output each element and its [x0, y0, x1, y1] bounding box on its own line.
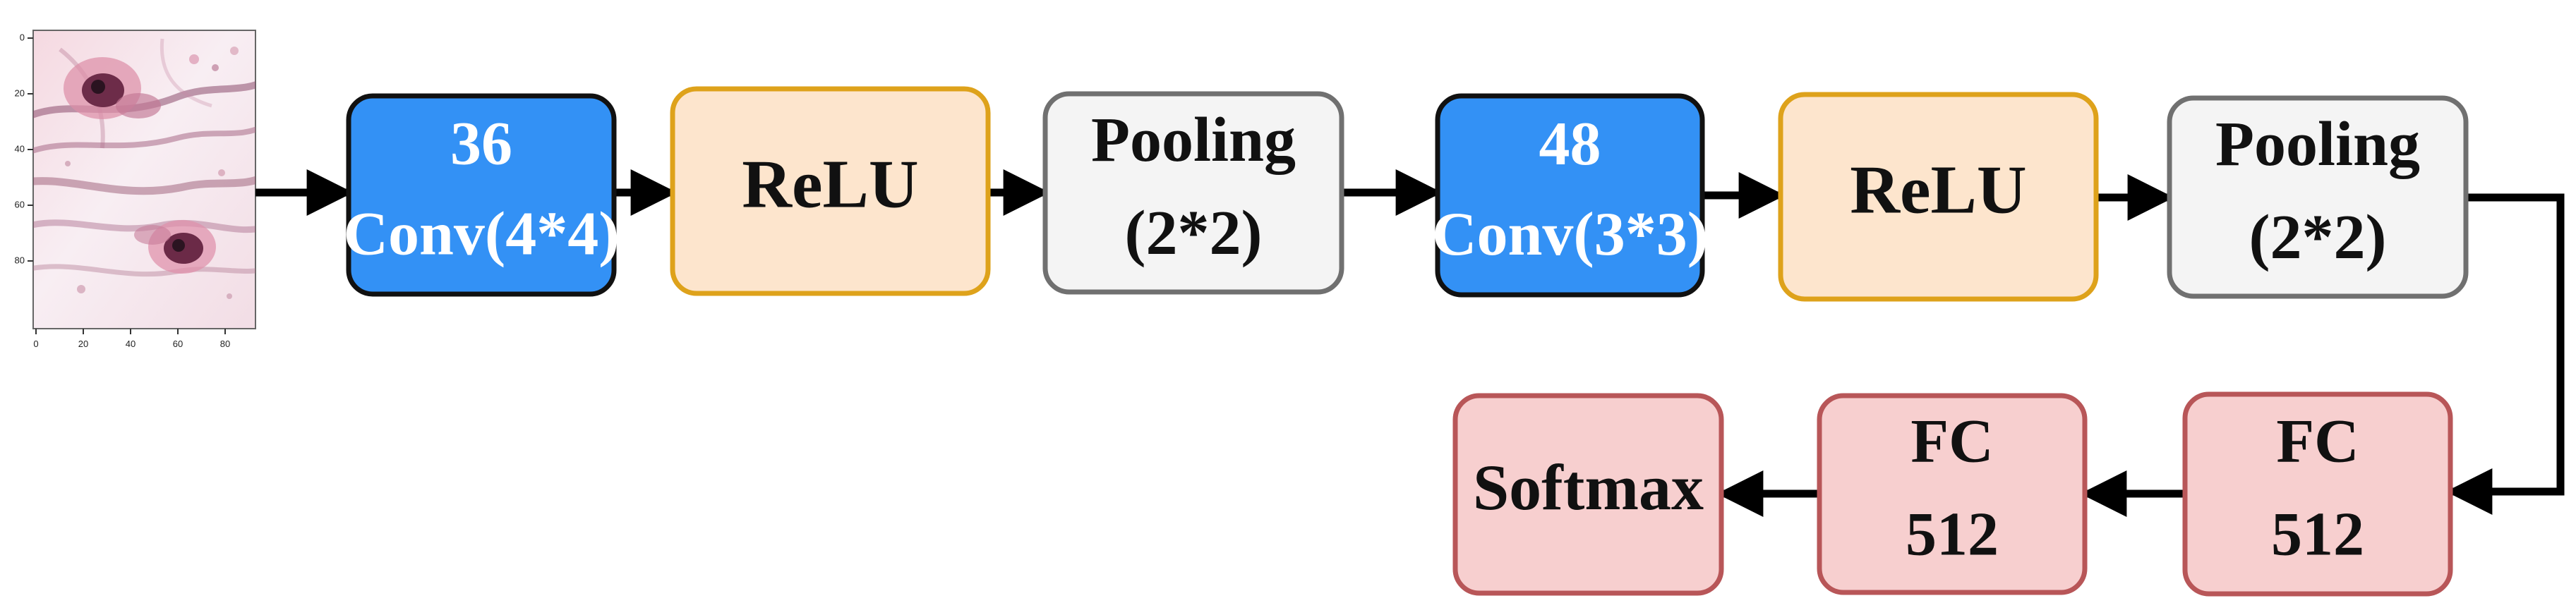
- y-axis-ticks: 0 20 40 60 80: [15, 32, 33, 265]
- x-tick-label: 60: [173, 339, 183, 349]
- conv1-label-1: 36: [450, 110, 512, 178]
- fc2-box: [1817, 393, 2088, 595]
- x-tick-label: 20: [78, 339, 88, 349]
- pool1-label-1: Pooling: [1091, 105, 1296, 175]
- input-tissue-image: 0 20 40 60 80 0 20 40 60 80: [15, 30, 256, 349]
- conv1-label-2: Conv(4*4): [343, 200, 619, 269]
- y-tick-label: 80: [15, 255, 25, 265]
- fc1-box: [2182, 391, 2453, 597]
- x-tick-label: 40: [126, 339, 136, 349]
- relu2-label-1: ReLU: [1850, 152, 2026, 228]
- pool1-label-2: (2*2): [1125, 198, 1263, 268]
- pool1-node: Pooling (2*2): [1042, 91, 1344, 295]
- relu2-box: [1778, 92, 2099, 302]
- tissue-image-content: [33, 38, 255, 299]
- y-tick-label: 20: [15, 87, 25, 98]
- x-tick-label: 0: [33, 339, 38, 349]
- fc1-node: FC 512: [2182, 391, 2453, 597]
- x-axis-ticks: 0 20 40 60 80: [33, 329, 230, 349]
- relu1-box: [670, 86, 991, 296]
- x-tick-label: 80: [220, 339, 230, 349]
- conv2-label-2: Conv(3*3): [1432, 200, 1708, 269]
- pool2-label-1: Pooling: [2215, 109, 2420, 179]
- pool1-box: [1042, 91, 1344, 295]
- pool2-label-2: (2*2): [2249, 202, 2387, 272]
- fc2-label-2: 512: [1906, 501, 1999, 569]
- y-tick-label: 60: [15, 199, 25, 209]
- softmax-box: [1452, 393, 1724, 596]
- fc2-node: FC 512: [1817, 393, 2088, 595]
- conv2-label-1: 48: [1539, 110, 1601, 178]
- pool2-node: Pooling (2*2): [2167, 95, 2469, 299]
- relu2-node: ReLU: [1778, 92, 2099, 302]
- y-tick-label: 0: [20, 32, 25, 42]
- fc2-label-1: FC: [1910, 408, 1993, 476]
- conv2-box: [1435, 93, 1705, 298]
- softmax-label-1: Softmax: [1473, 451, 1704, 523]
- softmax-node: Softmax: [1452, 393, 1724, 596]
- fc1-label-1: FC: [2276, 408, 2359, 476]
- y-tick-label: 40: [15, 143, 25, 154]
- relu1-label-1: ReLU: [742, 146, 918, 222]
- pool2-box: [2167, 95, 2469, 299]
- fc1-label-2: 512: [2271, 501, 2364, 569]
- arrow-pool2-to-fc1: [2445, 193, 2565, 515]
- relu1-node: ReLU: [670, 86, 991, 296]
- conv1-box: [346, 93, 617, 297]
- input-image-axes: 0 20 40 60 80 0 20 40 60 80: [15, 32, 231, 349]
- architecture-edges: [255, 169, 2565, 517]
